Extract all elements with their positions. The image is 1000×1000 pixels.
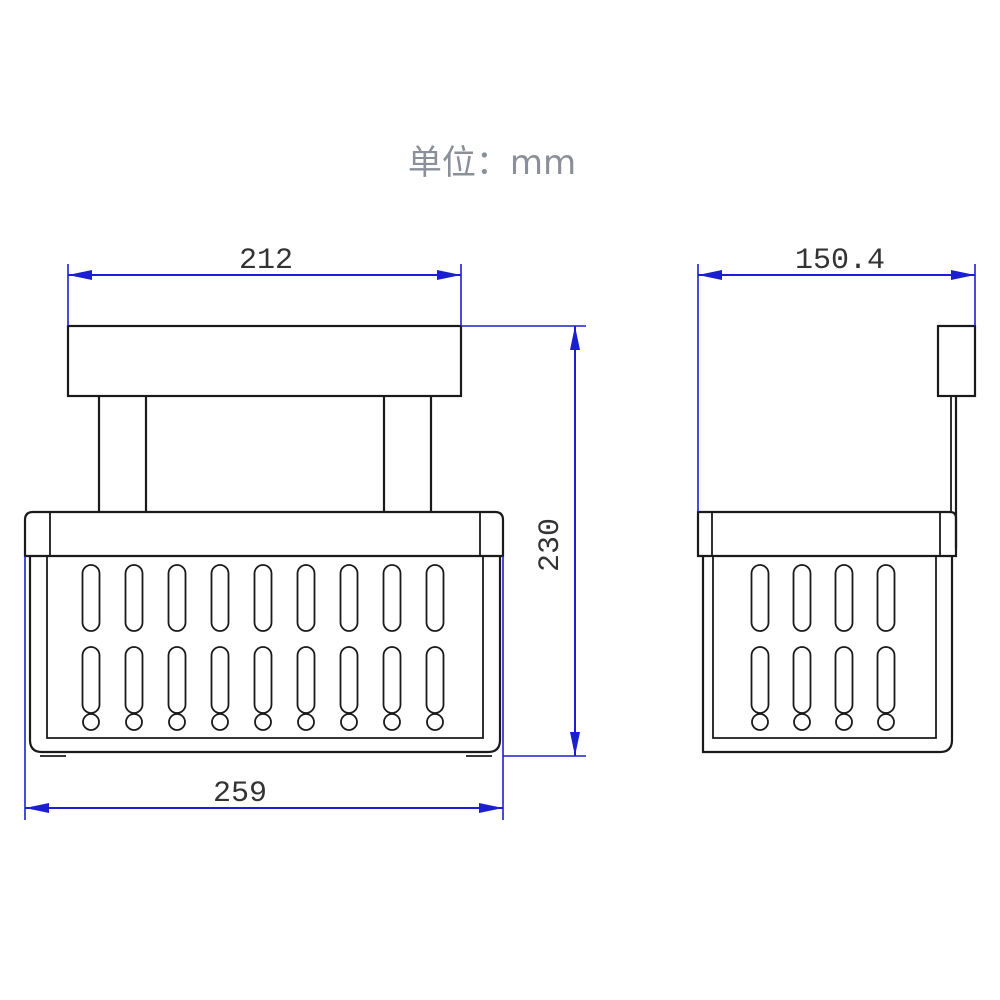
slot-upper (253, 564, 273, 632)
slot-lower (296, 646, 316, 714)
side-basket-body (701, 556, 954, 754)
vent-hole (751, 713, 769, 731)
front-right-post (382, 396, 433, 512)
slot-lower (210, 646, 230, 714)
slot-upper (382, 564, 402, 632)
slot-upper (425, 564, 445, 632)
dim-label-259: 259 (213, 777, 267, 811)
side-view (696, 324, 977, 754)
slot-lower (339, 646, 359, 714)
vent-hole (125, 713, 143, 731)
vent-hole (793, 713, 811, 731)
slot-lower (382, 646, 402, 714)
front-basket-body (28, 556, 502, 754)
dimension-230: 230 (461, 325, 586, 757)
slot-upper (339, 564, 359, 632)
dim-label-230: 230 (534, 518, 568, 572)
slot-lower (792, 646, 812, 714)
slot-upper (750, 564, 770, 632)
vent-hole (168, 713, 186, 731)
side-wall-bracket (936, 324, 977, 398)
slot-upper (876, 564, 896, 632)
vent-hole (877, 713, 895, 731)
front-view (23, 324, 505, 757)
vent-hole (340, 713, 358, 731)
slot-upper (296, 564, 316, 632)
vent-hole (297, 713, 315, 731)
vent-hole (835, 713, 853, 731)
dimension-259: 259 (24, 556, 504, 820)
vent-hole (383, 713, 401, 731)
slot-upper (124, 564, 144, 632)
dim-label-212: 212 (239, 244, 293, 278)
slot-upper (81, 564, 101, 632)
dimension-212: 212 (67, 244, 462, 326)
slot-upper (792, 564, 812, 632)
side-slot-grid (750, 564, 896, 731)
slot-upper (167, 564, 187, 632)
vent-hole (254, 713, 272, 731)
slot-upper (834, 564, 854, 632)
vent-hole (211, 713, 229, 731)
dimension-150-4: 150.4 (697, 244, 976, 512)
front-top-plate (66, 324, 463, 398)
slot-lower (876, 646, 896, 714)
front-left-post (97, 396, 148, 512)
slot-lower (167, 646, 187, 714)
slot-lower (253, 646, 273, 714)
slot-lower (81, 646, 101, 714)
front-basket-rim (23, 510, 505, 558)
vent-hole (426, 713, 444, 731)
slot-lower (834, 646, 854, 714)
dim-label-150-4: 150.4 (795, 244, 885, 278)
slot-lower (425, 646, 445, 714)
slot-upper (210, 564, 230, 632)
slot-lower (750, 646, 770, 714)
front-slot-grid (81, 564, 445, 731)
vent-hole (82, 713, 100, 731)
slot-lower (124, 646, 144, 714)
unit-label: 单位：mm (408, 143, 576, 183)
side-basket-rim (696, 510, 958, 558)
